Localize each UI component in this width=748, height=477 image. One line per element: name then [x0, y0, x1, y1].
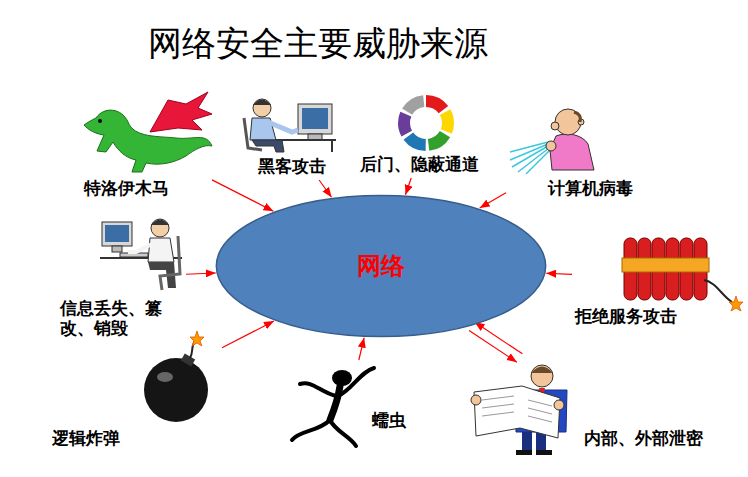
dynamite-icon: [729, 296, 743, 311]
info-loss-user-icon: [151, 219, 169, 237]
network-label: 网络: [357, 252, 405, 281]
dynamite-icon: [622, 238, 743, 311]
threat-label: 特洛伊木马: [84, 178, 169, 198]
logic-bomb-icon: [190, 331, 204, 346]
threat-node: 黑客攻击: [236, 88, 336, 180]
leak-reader-icon: [471, 365, 567, 455]
hacker-icon: [268, 122, 298, 132]
dynamite-icon: [622, 258, 709, 272]
threat-arrow: [319, 180, 331, 197]
virus-sneeze-icon: [550, 134, 594, 170]
worm-figure-icon: [332, 370, 352, 386]
leak-reader-icon: [528, 416, 552, 422]
worm-figure-icon: [330, 420, 356, 446]
worm-figure-icon: [292, 368, 374, 446]
virus-sneeze-icon: [510, 109, 594, 174]
hacker-icon: [253, 100, 271, 106]
trojan-dragon-icon: [84, 110, 212, 172]
leak-reader-icon: [471, 395, 481, 405]
leak-reader-icon: [474, 386, 560, 438]
threat-label: 黑客攻击: [258, 156, 326, 176]
ellipse-shape: [216, 195, 545, 336]
threat-label: 逻辑炸弹: [52, 428, 120, 448]
backdoor-cycle-icon: [404, 101, 448, 145]
diagram-title: 网络安全主要威胁来源: [148, 24, 488, 63]
threat-arrow: [222, 321, 274, 348]
virus-sneeze-icon: [526, 150, 550, 174]
logic-bomb-icon: [144, 358, 208, 422]
worm-figure-icon: [300, 383, 336, 396]
threat-arrow: [212, 180, 273, 211]
leak-reader-icon: [482, 396, 514, 400]
virus-sneeze-icon: [574, 112, 580, 122]
leak-reader-icon: [536, 450, 552, 455]
threat-arrow: [480, 193, 506, 208]
leak-reader-icon: [531, 367, 553, 374]
info-loss-user-icon: [160, 236, 180, 290]
hacker-icon: [302, 108, 328, 129]
threat-node: 内部、外部泄密: [468, 358, 722, 458]
threat-node: 信息丢失、篡 改、销毁: [56, 212, 186, 342]
threat-arrow: [546, 273, 572, 274]
hacker-icon: [252, 140, 284, 152]
threat-node: 拒绝服务攻击: [572, 228, 744, 328]
threat-node: 逻辑炸弹: [50, 332, 222, 452]
logic-bomb-icon: [181, 354, 195, 367]
backdoor-cycle-icon: [404, 101, 448, 145]
leak-reader-icon: [528, 400, 552, 406]
threat-label: 计算机病毒: [548, 178, 633, 198]
leak-reader-icon: [482, 412, 514, 416]
hacker-icon: [253, 99, 271, 117]
info-loss-user-icon: [102, 222, 132, 246]
trojan-dragon-icon: [98, 119, 102, 123]
dynamite-icon: [704, 280, 732, 302]
leak-reader-icon: [528, 408, 552, 414]
backdoor-cycle-icon: [404, 101, 448, 145]
logic-bomb-icon: [144, 331, 208, 422]
info-loss-user-icon: [148, 238, 174, 262]
worm-figure-icon: [330, 386, 340, 420]
threat-arrow: [186, 273, 216, 274]
info-loss-user-icon: [105, 225, 129, 242]
info-loss-user-icon: [128, 244, 152, 252]
threat-arrow: [469, 330, 517, 362]
worm-figure-icon: [292, 420, 330, 440]
virus-sneeze-icon: [546, 141, 556, 151]
virus-sneeze-icon: [551, 122, 559, 130]
title-holder: 网络安全主要威胁来源: [0, 0, 488, 63]
threat-node: 后门、隐蔽通道: [356, 92, 496, 178]
threat-arrow: [405, 178, 411, 195]
threat-node: 特洛伊木马: [72, 88, 212, 200]
virus-sneeze-icon: [518, 148, 549, 172]
virus-sneeze-icon: [555, 109, 581, 135]
backdoor-cycle-icon: [404, 101, 448, 145]
info-loss-user-icon: [112, 246, 122, 252]
network-ellipse: 网络: [215, 194, 547, 338]
leak-reader-icon: [554, 400, 564, 410]
threat-node: 蠕虫: [282, 360, 414, 452]
leak-reader-icon: [516, 450, 532, 455]
threat-label: 后门、隐蔽通道: [360, 154, 479, 174]
logic-bomb-icon: [157, 372, 173, 382]
hacker-icon: [331, 140, 333, 152]
threat-node: 计算机病毒: [506, 104, 644, 200]
hacker-icon: [298, 104, 332, 134]
backdoor-cycle-icon: [404, 101, 448, 145]
leak-reader-icon: [531, 365, 553, 387]
threat-arrow: [359, 338, 364, 360]
threat-label: 内部、外部泄密: [584, 428, 703, 448]
threat-arrow: [475, 322, 523, 354]
info-loss-user-icon: [151, 220, 169, 226]
backdoor-cycle-icon: [404, 101, 448, 145]
info-loss-user-icon: [100, 219, 182, 290]
threat-label: 信息丢失、篡 改、销毁: [60, 298, 172, 339]
trojan-dragon-icon: [84, 92, 212, 172]
hacker-icon: [244, 99, 336, 152]
backdoor-cycle-icon: [404, 101, 448, 145]
threat-label: 蠕虫: [372, 410, 406, 430]
threat-label: 拒绝服务攻击: [575, 306, 677, 326]
trojan-dragon-icon: [150, 92, 212, 132]
leak-reader-icon: [482, 404, 514, 408]
